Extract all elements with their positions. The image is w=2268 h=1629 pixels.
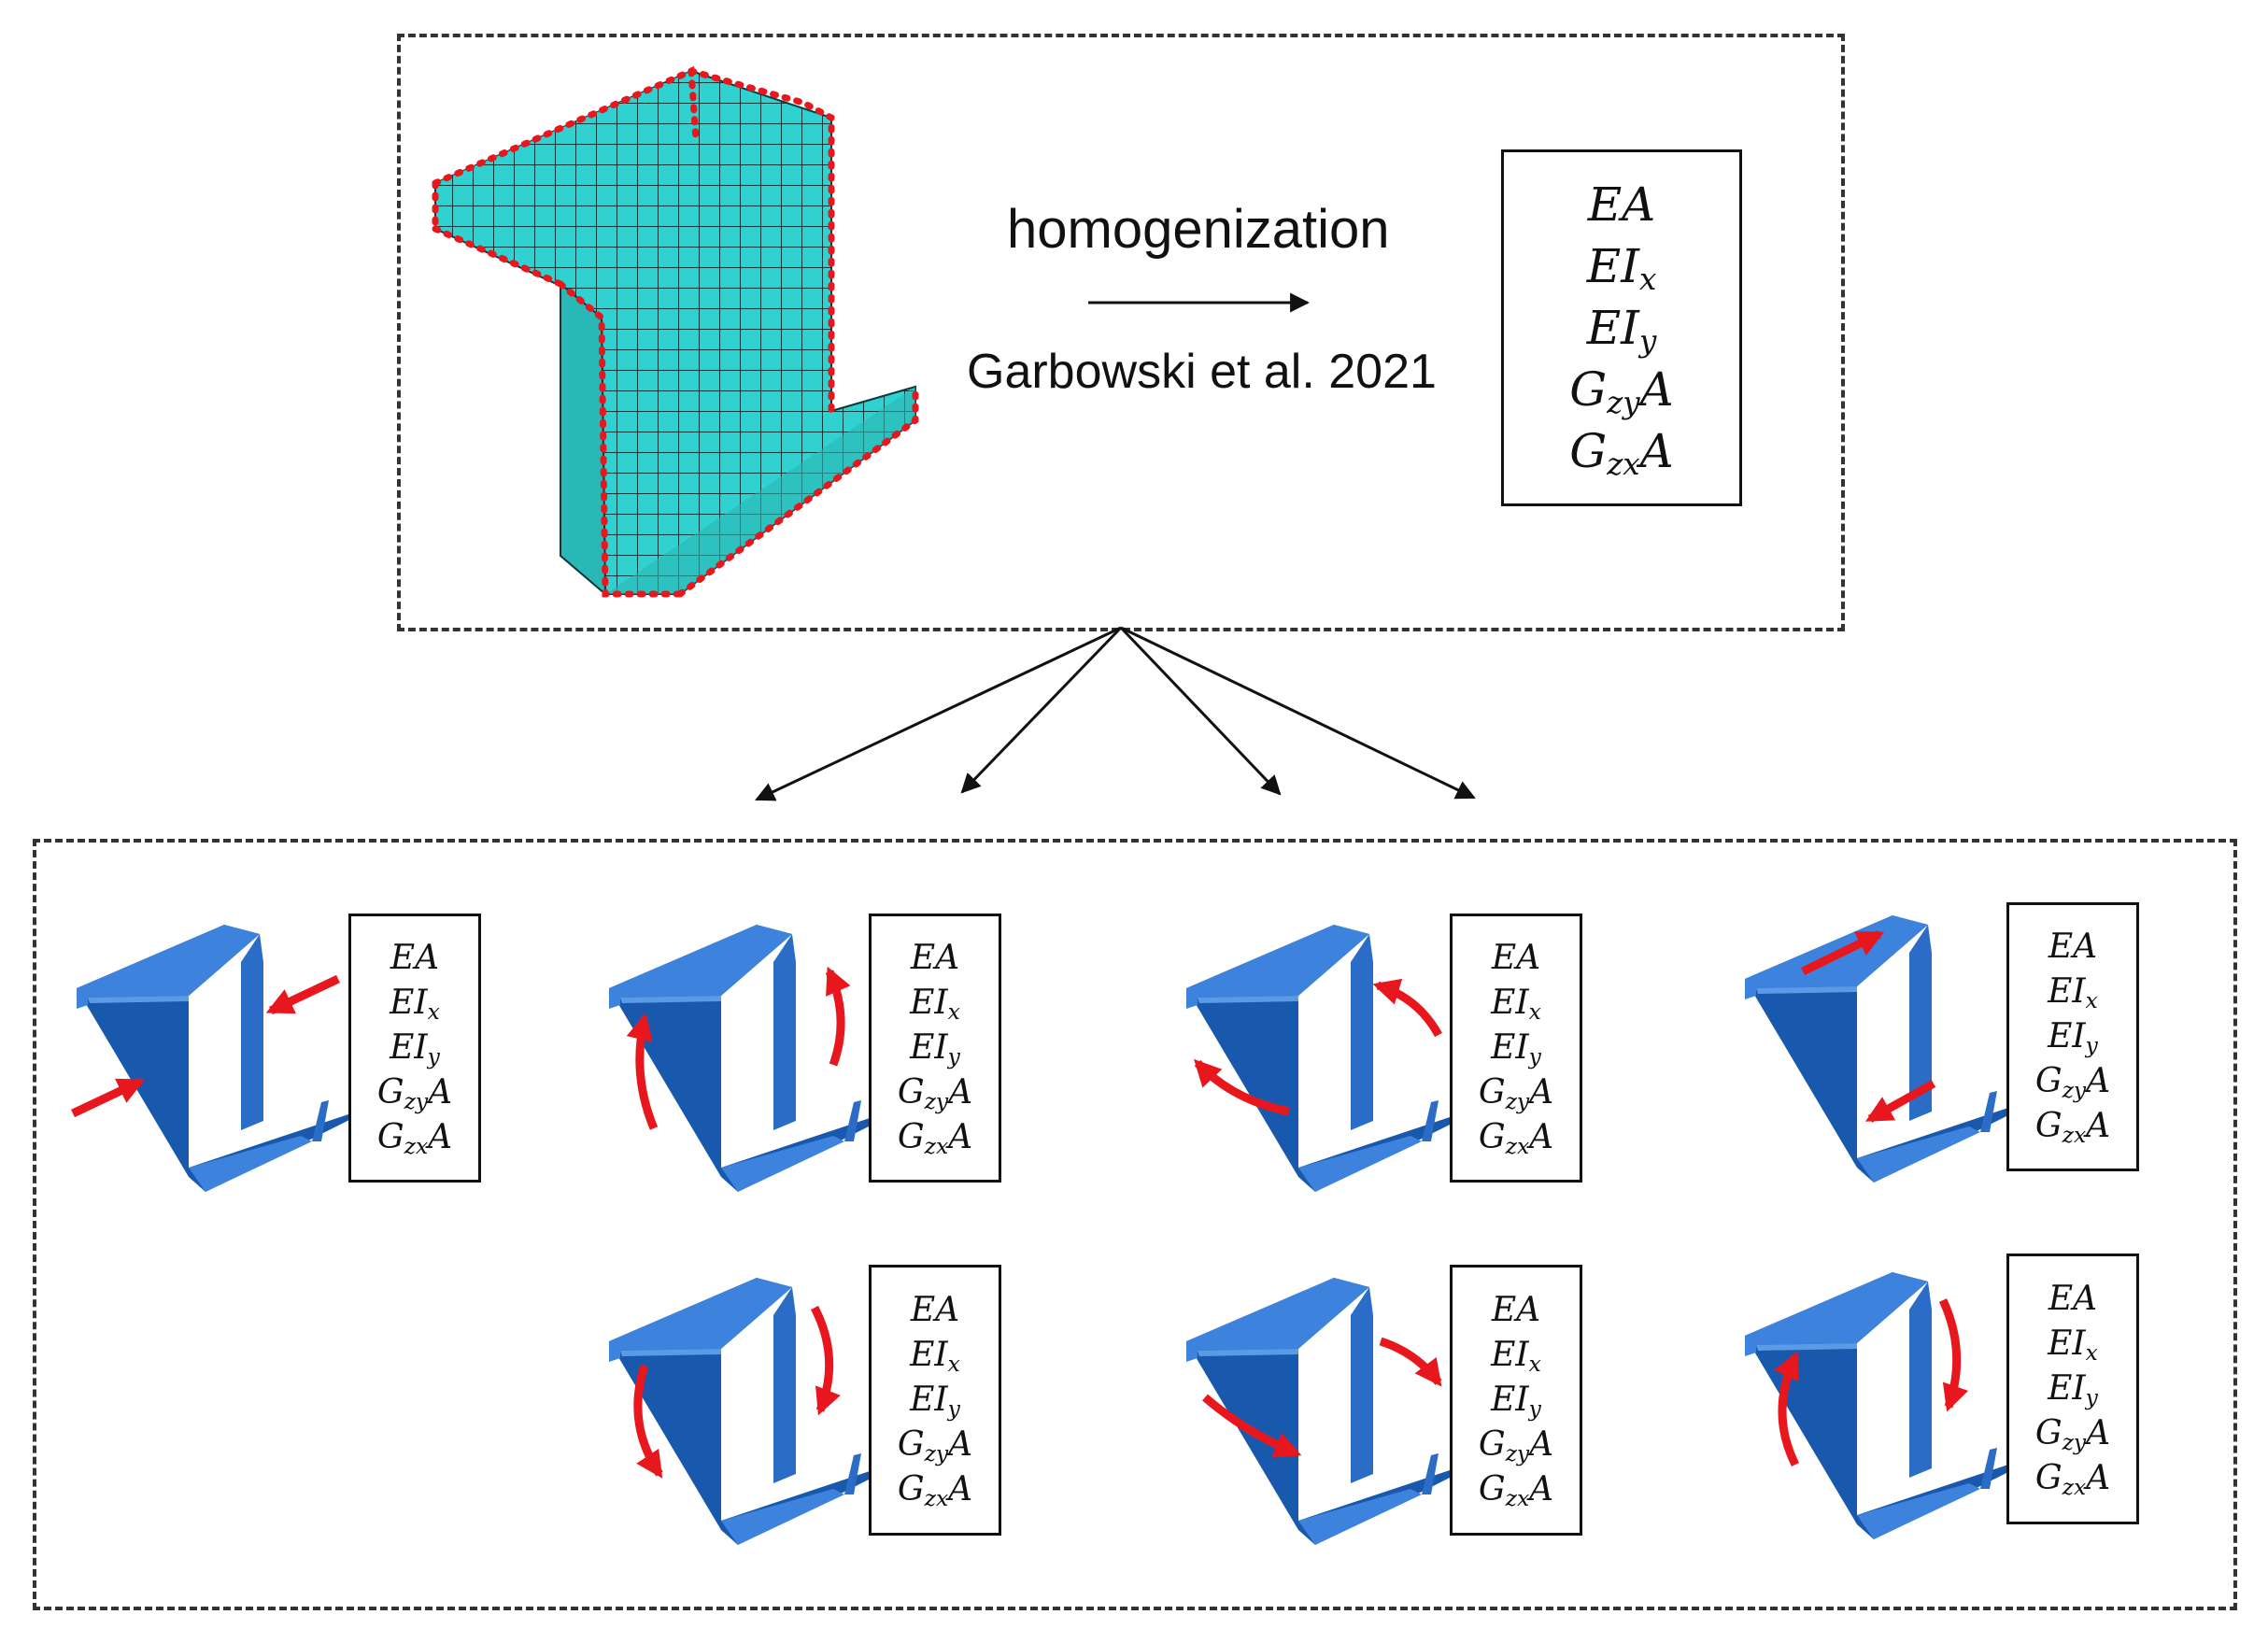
param-gzya: GzyA xyxy=(1478,1425,1554,1466)
load-case-shear-zx xyxy=(1745,1272,2025,1539)
param-eix: EIx xyxy=(2048,1324,2098,1366)
param-eix: EIx xyxy=(390,984,440,1025)
param-eiy: EIy xyxy=(910,1028,960,1069)
param-gzxa: GzxA xyxy=(1478,1470,1554,1511)
param-gzya: GzyA xyxy=(1569,362,1674,421)
param-eix: EIx xyxy=(1491,1336,1541,1377)
param-gzxa: GzxA xyxy=(897,1118,973,1159)
param-ea: EA xyxy=(2048,1280,2098,1318)
param-gzya: GzyA xyxy=(2034,1414,2111,1455)
homogenized-parameters-box: EA EIx EIy GzyA GzxA xyxy=(1501,149,1742,506)
param-ea: EA xyxy=(910,1291,960,1329)
reference-label: Garbowski et al. 2021 xyxy=(967,345,1437,399)
param-eiy: EIy xyxy=(390,1028,440,1069)
param-eix: EIx xyxy=(2048,972,2098,1013)
param-eix: EIx xyxy=(1491,984,1541,1025)
param-gzxa: GzxA xyxy=(897,1470,973,1511)
param-eix: EIx xyxy=(910,1336,960,1377)
param-gzxa: GzxA xyxy=(1569,424,1674,483)
param-ea: EA xyxy=(1491,1291,1541,1329)
param-gzxa: GzxA xyxy=(2034,1459,2111,1500)
param-eix: EIx xyxy=(910,984,960,1025)
param-gzya: GzyA xyxy=(897,1073,973,1114)
param-gzya: GzyA xyxy=(1478,1073,1554,1114)
param-gzya: GzyA xyxy=(2034,1062,2111,1103)
param-eiy: EIy xyxy=(2048,1017,2098,1058)
load-case-shear-zy xyxy=(1745,915,2025,1183)
param-ea: EA xyxy=(1491,939,1541,977)
param-gzxa: GzxA xyxy=(2034,1107,2111,1148)
param-ea: EA xyxy=(390,939,440,977)
load-case-bending-x xyxy=(609,925,889,1192)
param-ea: EA xyxy=(1587,177,1656,232)
param-eiy: EIy xyxy=(1491,1381,1541,1422)
load-cases-frame xyxy=(33,839,2237,1610)
param-ea: EA xyxy=(910,939,960,977)
load-case-bending-y xyxy=(1186,925,1467,1192)
param-eiy: EIy xyxy=(910,1381,960,1422)
fan-out-arrows xyxy=(755,626,1476,801)
load-case-bending-reverse-y xyxy=(1186,1278,1467,1545)
fe-mesh-model xyxy=(432,65,919,598)
param-gzya: GzyA xyxy=(897,1425,973,1466)
load-case-axial xyxy=(71,925,357,1192)
param-eiy: EIy xyxy=(2048,1369,2098,1410)
param-gzxa: GzxA xyxy=(1478,1118,1554,1159)
param-ea: EA xyxy=(2048,928,2098,966)
param-gzya: GzyA xyxy=(376,1073,453,1114)
param-eix: EIx xyxy=(1586,239,1657,298)
param-eiy: EIy xyxy=(1586,301,1657,360)
param-eiy: EIy xyxy=(1491,1028,1541,1069)
load-case-bending-reverse-x xyxy=(609,1278,889,1545)
homogenization-label: homogenization xyxy=(1007,199,1390,260)
param-gzxa: GzxA xyxy=(376,1118,453,1159)
